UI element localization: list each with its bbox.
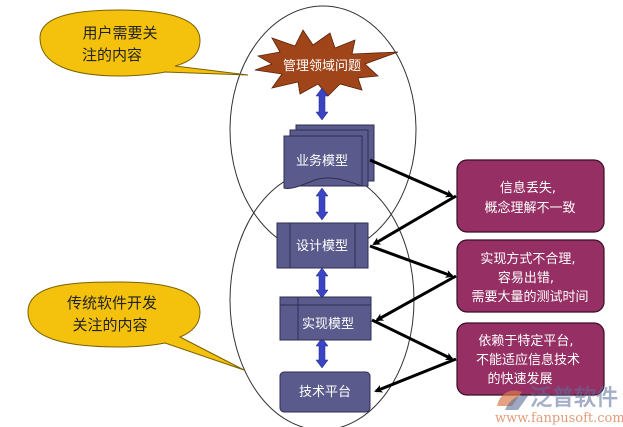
watermark-logo-icon [497,390,522,406]
callout-traditional-concern: 传统软件开发 关注的内容 [27,281,245,371]
double-arrow-3 [315,267,329,299]
node-business-model-label: 业务模型 [296,153,348,169]
issue-3-line1: 依赖于特定平台, [478,334,573,349]
arrow-issue2-to-impl [375,274,457,322]
node-design-model: 设计模型 [276,222,369,269]
connector-arrows [315,87,329,369]
issue-1-line1: 信息丢失, [500,180,556,196]
callout-user-concern: 用户需要关 注的内容 [39,9,249,77]
node-design-model-label: 设计模型 [296,239,348,254]
node-tech-platform-label: 技术平台 [299,385,351,400]
issue-2-line1: 实现方式不合理, [480,251,575,267]
double-arrow-4 [315,337,329,369]
node-tech-platform: 技术平台 [279,371,371,413]
arrow-issue1-to-design [372,194,457,246]
issue-1-line2: 概念理解不一致 [484,200,575,216]
node-problem-domain-label: 管理领域问题 [283,59,361,74]
issue-box-1: 信息丢失, 概念理解不一致 [456,159,605,233]
node-implementation-model: 实现模型 [279,296,372,341]
callout-traditional-line1: 传统软件开发 [67,294,157,312]
issue-2-line3: 需要大量的测试时间 [471,289,588,305]
issue-box-3: 依赖于特定平台, 不能适应信息技术 的快速发展 [456,322,605,396]
callout-user-line2: 注的内容 [82,46,142,64]
issue-3-line2: 不能适应信息技术 [476,352,580,368]
issue-3-line3: 的快速发展 [487,371,552,387]
arrow-issue3-to-platform [374,357,457,393]
arrow-impl-to-issue3 [371,318,454,361]
callout-traditional-line2: 关注的内容 [72,316,147,334]
issue-2-line2: 容易出错, [498,270,554,286]
node-implementation-model-label: 实现模型 [302,317,354,332]
node-problem-domain: 管理领域问题 [254,29,399,97]
watermark: 泛普软件 www.fanpusoft.com [495,385,623,426]
watermark-url: www.fanpusoft.com [495,411,623,426]
double-arrow-1 [315,87,329,121]
watermark-brand: 泛普软件 [530,385,618,411]
arrow-design-to-issue2 [369,244,454,278]
issue-arrows [369,158,457,393]
burst-shape [254,29,399,97]
arrow-business-to-issue1 [369,158,454,198]
node-business-model: 业务模型 [283,124,375,189]
issue-box-2: 实现方式不合理, 容易出错, 需要大量的测试时间 [456,239,605,313]
callout-user-line1: 用户需要关 [82,24,157,42]
double-arrow-2 [315,187,329,221]
watermark-logo-icon-part [505,395,528,410]
